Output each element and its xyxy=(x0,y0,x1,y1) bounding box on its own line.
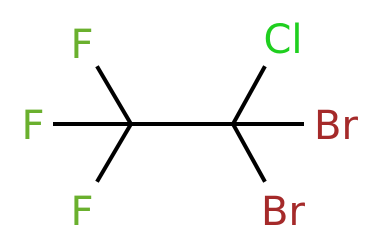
atom-f-bottom: F xyxy=(70,189,93,235)
bond-c1-f-bottom xyxy=(95,121,134,183)
bond-c1-f-top xyxy=(95,65,134,127)
atom-br-bottom: Br xyxy=(261,189,305,235)
bond-c2-cl xyxy=(230,65,267,127)
atom-f-left: F xyxy=(21,103,44,149)
bond-c2-br-bottom xyxy=(230,121,267,183)
atom-cl: Cl xyxy=(263,17,302,63)
atom-br-right: Br xyxy=(314,103,358,149)
bonds xyxy=(53,65,304,183)
atom-f-top: F xyxy=(70,22,93,68)
atom-labels: F F F Cl Br Br xyxy=(21,17,358,235)
